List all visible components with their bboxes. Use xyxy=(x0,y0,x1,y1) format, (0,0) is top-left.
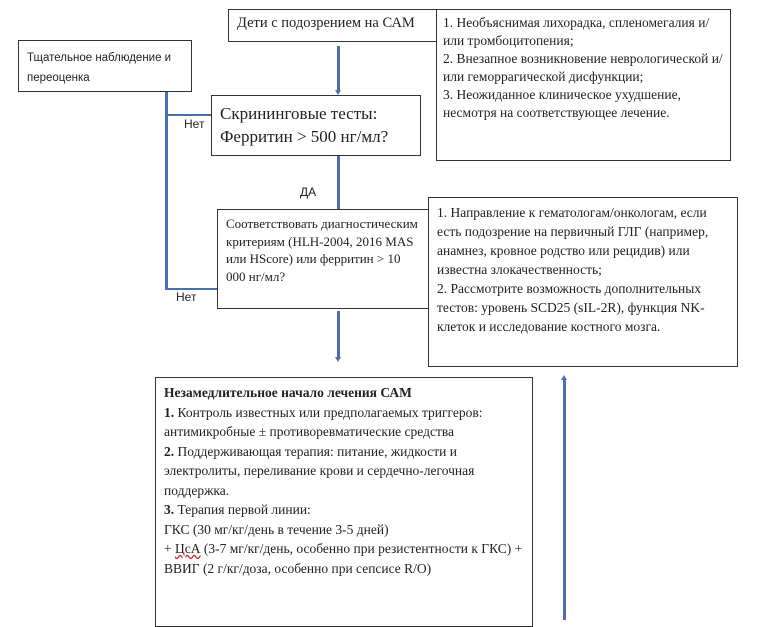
connector-start-to-screening xyxy=(337,46,340,92)
connector-observe-vertical xyxy=(165,90,168,290)
referral-item: 1. Направление к гематологам/онкологам, … xyxy=(437,205,709,277)
therapy-rest: (3-7 мг/кг/день, особенно при резистентн… xyxy=(164,541,523,576)
connector-diagnostic-to-treatment xyxy=(337,311,340,359)
node-observe: Тщательное наблюдение и переоценка xyxy=(18,40,192,92)
item-number: 3. xyxy=(164,502,175,517)
item-number: 1. xyxy=(164,404,175,420)
node-start: Дети с подозрением на САМ xyxy=(228,9,437,42)
item-number: 2. xyxy=(164,443,175,459)
treatment-title: Незамедлительное начало лечения САМ xyxy=(164,385,412,400)
node-treatment: Незамедлительное начало лечения САМ 1. К… xyxy=(155,377,533,627)
treatment-item: 3. Терапия первой линии: xyxy=(164,500,524,520)
node-screening: Скрининговые тесты: Ферритин > 500 нг/мл… xyxy=(211,95,421,156)
therapy-line: + ЦсА (3-7 мг/кг/день, особенно при рези… xyxy=(164,539,524,578)
node-start-text: Дети с подозрением на САМ xyxy=(237,15,415,31)
therapy-plus: + xyxy=(164,541,175,556)
arrowhead-down xyxy=(335,357,341,362)
arrowhead-up xyxy=(561,375,567,380)
node-diagnostic: Соответствовать диагностическим критерия… xyxy=(217,209,432,309)
item-text: Терапия первой линии: xyxy=(174,502,311,517)
item-text: Поддерживающая терапия: питание, жидкост… xyxy=(164,443,475,498)
node-observe-text: Тщательное наблюдение и переоценка xyxy=(27,52,172,84)
connector-screening-no xyxy=(167,114,212,116)
node-diagnostic-text: Соответствовать диагностическим критерия… xyxy=(226,216,418,284)
criteria-item: 3. Неожиданное клиническое ухудшение, не… xyxy=(443,87,681,120)
arrowhead-down xyxy=(335,90,341,95)
treatment-item: 2. Поддерживающая терапия: питание, жидк… xyxy=(164,442,524,501)
edge-label-yes: ДА xyxy=(300,185,317,199)
criteria-item: 2. Внезапное возникновение неврологическ… xyxy=(443,51,723,84)
edge-label-no-screening: Нет xyxy=(184,117,205,131)
therapy-csa: ЦсА xyxy=(175,541,201,556)
connector-diagnostic-no xyxy=(167,288,217,290)
node-criteria-list: 1. Необъяснимая лихорадка, спленомегалия… xyxy=(436,9,731,161)
criteria-item: 1. Необъяснимая лихорадка, спленомегалия… xyxy=(443,15,710,48)
connector-up-right xyxy=(563,380,566,620)
treatment-item: 1. Контроль известных или предполагаемых… xyxy=(164,403,524,442)
referral-item: 2. Рассмотрите возможность дополнительны… xyxy=(437,281,705,334)
item-text: Контроль известных или предполагаемых тр… xyxy=(164,404,483,440)
node-referral: 1. Направление к гематологам/онкологам, … xyxy=(428,197,738,367)
edge-label-no-diagnostic: Нет xyxy=(176,290,197,304)
node-screening-text: Скрининговые тесты: Ферритин > 500 нг/мл… xyxy=(220,104,389,146)
connector-screening-to-diagnostic xyxy=(337,155,340,209)
therapy-line: ГКС (30 мг/кг/день в течение 3-5 дней) xyxy=(164,521,389,537)
